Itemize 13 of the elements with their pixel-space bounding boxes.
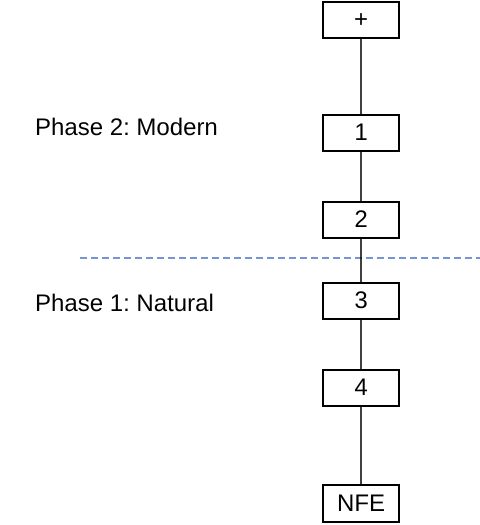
process-box: 2 xyxy=(322,201,400,239)
phase-label: Phase 1: Natural xyxy=(35,290,214,318)
process-box: 4 xyxy=(322,369,400,407)
connector-line xyxy=(360,152,362,201)
connector-line xyxy=(360,39,362,114)
process-box: 1 xyxy=(322,114,400,152)
connector-line xyxy=(360,239,362,282)
process-box: 3 xyxy=(322,282,400,320)
connector-line xyxy=(360,407,362,484)
process-box: NFE xyxy=(322,484,400,523)
phase-label: Phase 2: Modern xyxy=(35,114,218,142)
process-box: + xyxy=(322,1,400,39)
connector-line xyxy=(360,320,362,369)
